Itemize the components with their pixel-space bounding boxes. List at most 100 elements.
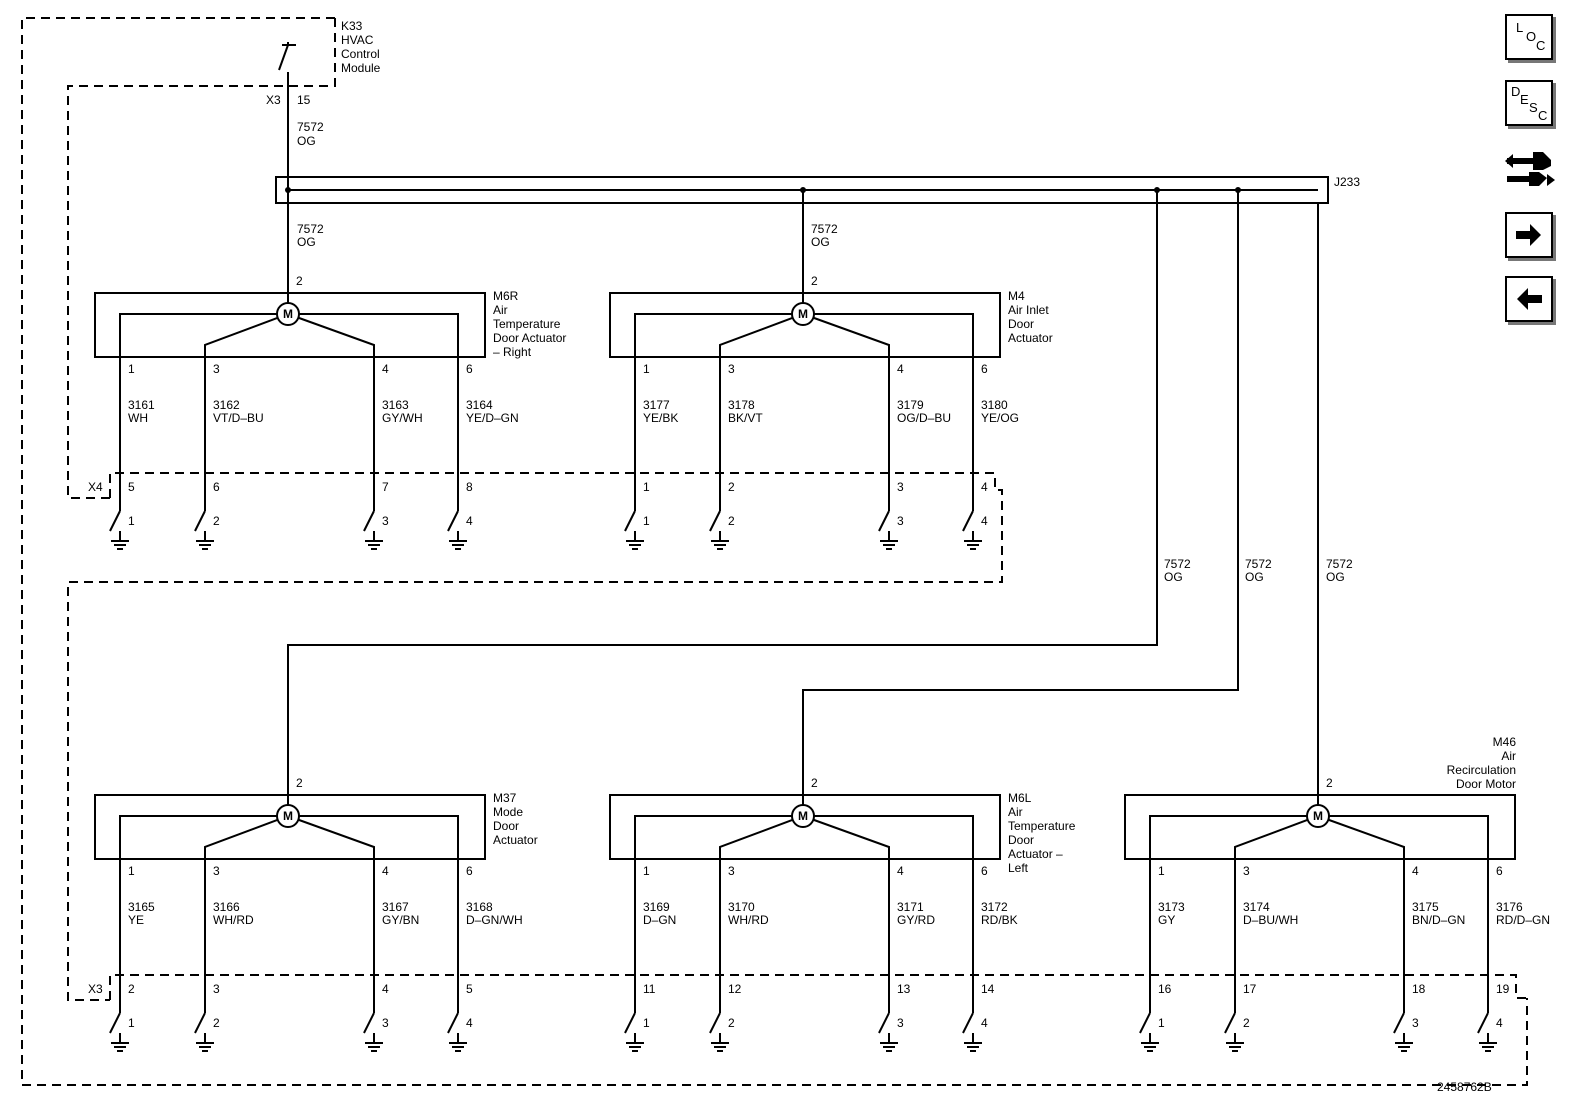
actuator-name-line: – Right [493,345,532,359]
ground-switch [109,510,121,532]
ground-switch [624,510,636,532]
switch-label: 1 [643,514,650,528]
switch-label: 3 [382,1016,389,1030]
circuit-number: 3171 [897,900,924,914]
switch-label: 2 [1243,1016,1250,1030]
m6r-feed-color: OG [297,235,316,249]
circuit-color: YE/BK [643,411,678,425]
circuit-number: 3175 [1412,900,1439,914]
actuator-box [609,292,1001,358]
m46-feed-circuit: 7572 [1326,557,1353,571]
hvac-module-top-boundary [67,18,336,499]
actuator-name-line: Mode [493,805,523,819]
k33-name-1: HVAC [341,33,374,47]
loc-button[interactable]: L O C [1505,14,1553,60]
ground-switch [1477,1012,1489,1034]
connector-pin-label: 11 [643,982,656,996]
previous-button[interactable] [1505,276,1553,322]
switch-label: 3 [897,1016,904,1030]
circuit-number: 3176 [1496,900,1523,914]
desc-icon: D E S C [1511,84,1547,123]
ground-switch [962,510,974,532]
next-button[interactable] [1505,212,1553,258]
circuit-color: VT/D–BU [213,411,264,425]
circuit-number: 3174 [1243,900,1270,914]
ground-switch [1224,1012,1236,1034]
ground-switch [363,510,375,532]
ground-switch [962,1012,974,1034]
ground-switch [878,510,890,532]
connector-pin-label: 17 [1243,982,1257,996]
actuator-pin-label: 6 [981,362,988,376]
actuator-name-line: Left [1008,861,1029,875]
connector-swap-button[interactable] [1503,142,1559,196]
circuit-color: RD/BK [981,913,1018,927]
switch-label: 4 [1496,1016,1503,1030]
circuit-number: 3179 [897,398,924,412]
connector-pin-label: 18 [1412,982,1426,996]
actuator-pin-label: 1 [128,864,135,878]
actuator-name-line: Door [1008,317,1034,331]
actuator-pin-label: 4 [897,864,904,878]
switch-label: 2 [728,514,735,528]
circuit-color: YE/OG [981,411,1019,425]
connector-pin-label: 14 [981,982,995,996]
actuator-name-line: Air [493,303,508,317]
motor-symbol [276,804,300,828]
actuator-id: M6R [493,289,519,303]
m37-feed-circuit: 7572 [1164,557,1191,571]
actuator-pin-label: 6 [981,864,988,878]
motor-pin-label: 2 [296,776,303,790]
actuator-id: M6L [1008,791,1032,805]
ground-switch [447,510,459,532]
circuit-number: 3178 [728,398,755,412]
actuator-pin-label: 3 [728,362,735,376]
actuator-name-line: Door [493,819,519,833]
motor-pin-label: 2 [811,776,818,790]
m46-feed-color: OG [1326,570,1345,584]
actuator-name-line: Air Inlet [1008,303,1049,317]
actuator-name-line: Temperature [493,317,561,331]
switch-label: 2 [213,514,220,528]
ground-switch [624,1012,636,1034]
desc-button[interactable]: D E S C [1505,80,1553,126]
actuator-pin-label: 6 [466,864,473,878]
circuit-color: WH/RD [728,913,769,927]
circuit-color: GY [1158,913,1175,927]
circuit-number: 3172 [981,900,1008,914]
motor-pin-label: 2 [811,274,818,288]
motor-symbol [276,302,300,326]
x4-connector-boundary [67,472,1003,1001]
k33-id: K33 [341,19,363,33]
switch-label: 2 [728,1016,735,1030]
x4-connector-label: X4 [88,480,103,494]
actuator-name-line: Air [1501,749,1516,763]
actuator-box [1124,794,1516,860]
connector-pin-label: 12 [728,982,742,996]
motor-symbol-label: M [1313,809,1323,823]
connector-pin-label: 5 [466,982,473,996]
actuator-name-line: Door Motor [1456,777,1516,791]
circuit-color: D–GN/WH [466,913,523,927]
circuit-number: 3162 [213,398,240,412]
actuator-name-line: Temperature [1008,819,1076,833]
circuit-color: D–BU/WH [1243,913,1298,927]
actuator-name-line: Recirculation [1447,763,1516,777]
desc-letter-s: S [1529,100,1538,115]
circuit-color: BN/D–GN [1412,913,1465,927]
m4-feed-circuit: 7572 [811,222,838,236]
loc-letter-c: C [1536,38,1545,53]
motor-symbol-label: M [283,307,293,321]
ground-switch [109,1012,121,1034]
actuator-pin-label: 4 [382,362,389,376]
connector-pin-label: 19 [1496,982,1510,996]
actuator-name-line: Actuator [493,833,538,847]
connector-pin-label: 8 [466,480,473,494]
ground-switch [363,1012,375,1034]
k33-pin: 15 [297,93,311,107]
loc-icon: L O C [1516,20,1545,53]
m4-feed-color: OG [811,235,830,249]
connector-pin-label: 6 [213,480,220,494]
